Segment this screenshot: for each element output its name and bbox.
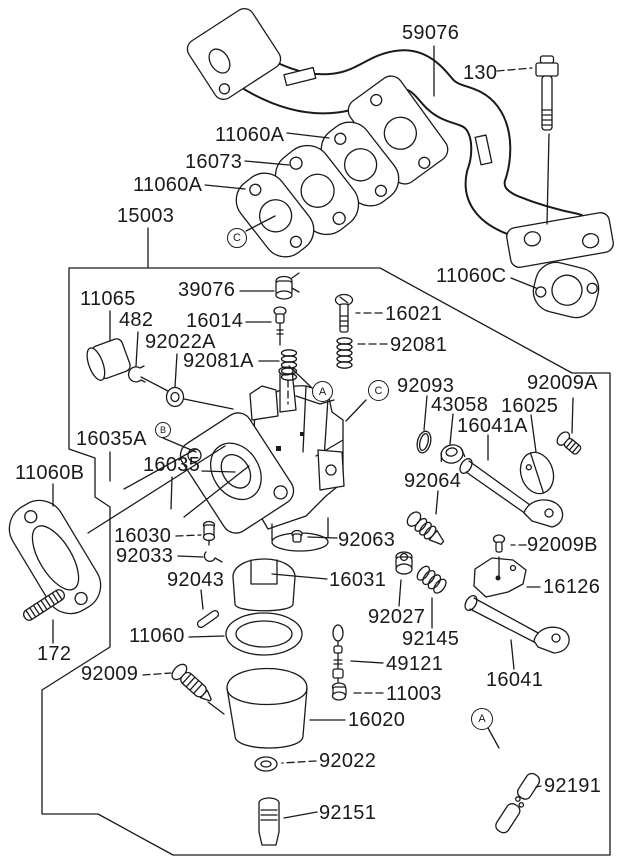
part-label-39076: 39076 <box>178 279 236 301</box>
part-label-172: 172 <box>37 643 72 665</box>
part-label-11060a-2: 11060A <box>133 174 203 196</box>
part-label-16041: 16041 <box>486 669 544 691</box>
choke-shaft-16041a <box>459 458 564 528</box>
choke-rod-16041 <box>464 594 570 654</box>
bolt-92151 <box>258 797 280 846</box>
washer-92022 <box>254 756 278 772</box>
part-label-92027: 92027 <box>368 606 426 628</box>
part-label-92081a: 92081A <box>183 350 254 372</box>
carburetor-front-flange <box>179 412 295 534</box>
washer-92022a <box>165 386 185 408</box>
part-label-16041a: 16041A <box>457 415 528 437</box>
part-label-11060c: 11060C <box>436 265 507 287</box>
part-label-16020: 16020 <box>348 709 406 731</box>
part-label-92093: 92093 <box>397 375 455 397</box>
part-label-130: 130 <box>463 62 498 84</box>
assembly-outline <box>41 267 611 856</box>
jet-92027 <box>395 551 413 575</box>
screw-92009a <box>556 431 582 455</box>
stud-172 <box>22 589 66 621</box>
part-label-16025: 16025 <box>501 395 559 417</box>
part-label-11060b: 11060B <box>15 462 85 484</box>
ref-marker-c-top: C <box>227 228 247 248</box>
part-label-92022a: 92022A <box>145 331 216 353</box>
part-label-92063: 92063 <box>338 529 396 551</box>
part-label-16030: 16030 <box>114 525 172 547</box>
leader-lines <box>52 45 574 819</box>
tube-92191 <box>495 772 541 834</box>
screw-16021 <box>334 293 354 333</box>
bushing-43058 <box>440 444 466 464</box>
part-label-43058: 43058 <box>431 394 489 416</box>
spring-92081a <box>280 349 298 381</box>
manifold-upper-flange <box>186 7 282 101</box>
part-label-92009b: 92009B <box>527 534 598 556</box>
choke-plate-16025 <box>519 451 555 495</box>
part-label-59076: 59076 <box>402 22 460 44</box>
ref-marker-a-mid: A <box>312 381 333 402</box>
part-label-11065: 11065 <box>80 288 136 310</box>
ref-marker-a-bottom: A <box>471 708 493 730</box>
screw-92009 <box>171 663 212 702</box>
manifold-59076 <box>186 7 614 268</box>
part-label-11003: 11003 <box>386 683 442 705</box>
part-11065 <box>86 338 131 381</box>
oring-92093 <box>416 430 432 454</box>
bolt-130 <box>535 55 559 131</box>
part-label-11060: 11060 <box>129 625 185 647</box>
clip-482 <box>127 365 146 383</box>
part-label-16014: 16014 <box>186 310 244 332</box>
part-label-16035: 16035 <box>143 454 201 476</box>
part-label-16031: 16031 <box>329 569 387 591</box>
part-label-92081: 92081 <box>390 334 448 356</box>
part-label-92191: 92191 <box>544 775 602 797</box>
spring-92081 <box>336 337 353 369</box>
valve-16030 <box>202 520 216 546</box>
manifold-center-flange <box>347 75 449 185</box>
part-label-16035a: 16035A <box>76 428 147 450</box>
part-label-49121: 49121 <box>386 653 444 675</box>
part-label-92043: 92043 <box>167 569 225 591</box>
pilot-screw-92064 <box>406 511 445 546</box>
part-16014 <box>273 306 287 346</box>
part-label-92022: 92022 <box>319 750 377 772</box>
part-11003 <box>331 682 347 701</box>
carburetor-body <box>179 366 345 552</box>
ref-marker-b: B <box>155 422 171 438</box>
part-label-92064: 92064 <box>404 470 462 492</box>
cam-plate-16126 <box>473 557 527 598</box>
clip-92033 <box>203 551 223 563</box>
gasket-11060c <box>532 261 600 319</box>
pin-92043 <box>196 609 220 629</box>
screw-92063 <box>291 529 303 543</box>
part-label-92151: 92151 <box>319 802 377 824</box>
part-39076 <box>275 272 300 300</box>
part-label-16126: 16126 <box>543 576 601 598</box>
part-label-16073: 16073 <box>185 151 243 173</box>
gasket-11060b <box>8 499 102 615</box>
part-label-15003: 15003 <box>117 205 175 227</box>
float-bowl-16020 <box>226 667 308 749</box>
part-label-92145: 92145 <box>402 628 460 650</box>
part-label-16021: 16021 <box>385 303 443 325</box>
part-label-92009: 92009 <box>81 663 139 685</box>
float-11060 <box>225 558 303 656</box>
manifold-foot-flange <box>506 212 614 268</box>
gasket-11060a-lower <box>235 172 315 258</box>
spring-92145 <box>416 565 447 594</box>
nozzle-49121 <box>332 624 344 683</box>
part-label-482: 482 <box>119 309 154 331</box>
part-label-92009a: 92009A <box>527 372 598 394</box>
part-label-92033: 92033 <box>116 545 174 567</box>
ref-marker-c-mid: C <box>368 380 389 401</box>
part-label-11060a-1: 11060A <box>215 124 285 146</box>
screw-92009b <box>492 534 506 553</box>
